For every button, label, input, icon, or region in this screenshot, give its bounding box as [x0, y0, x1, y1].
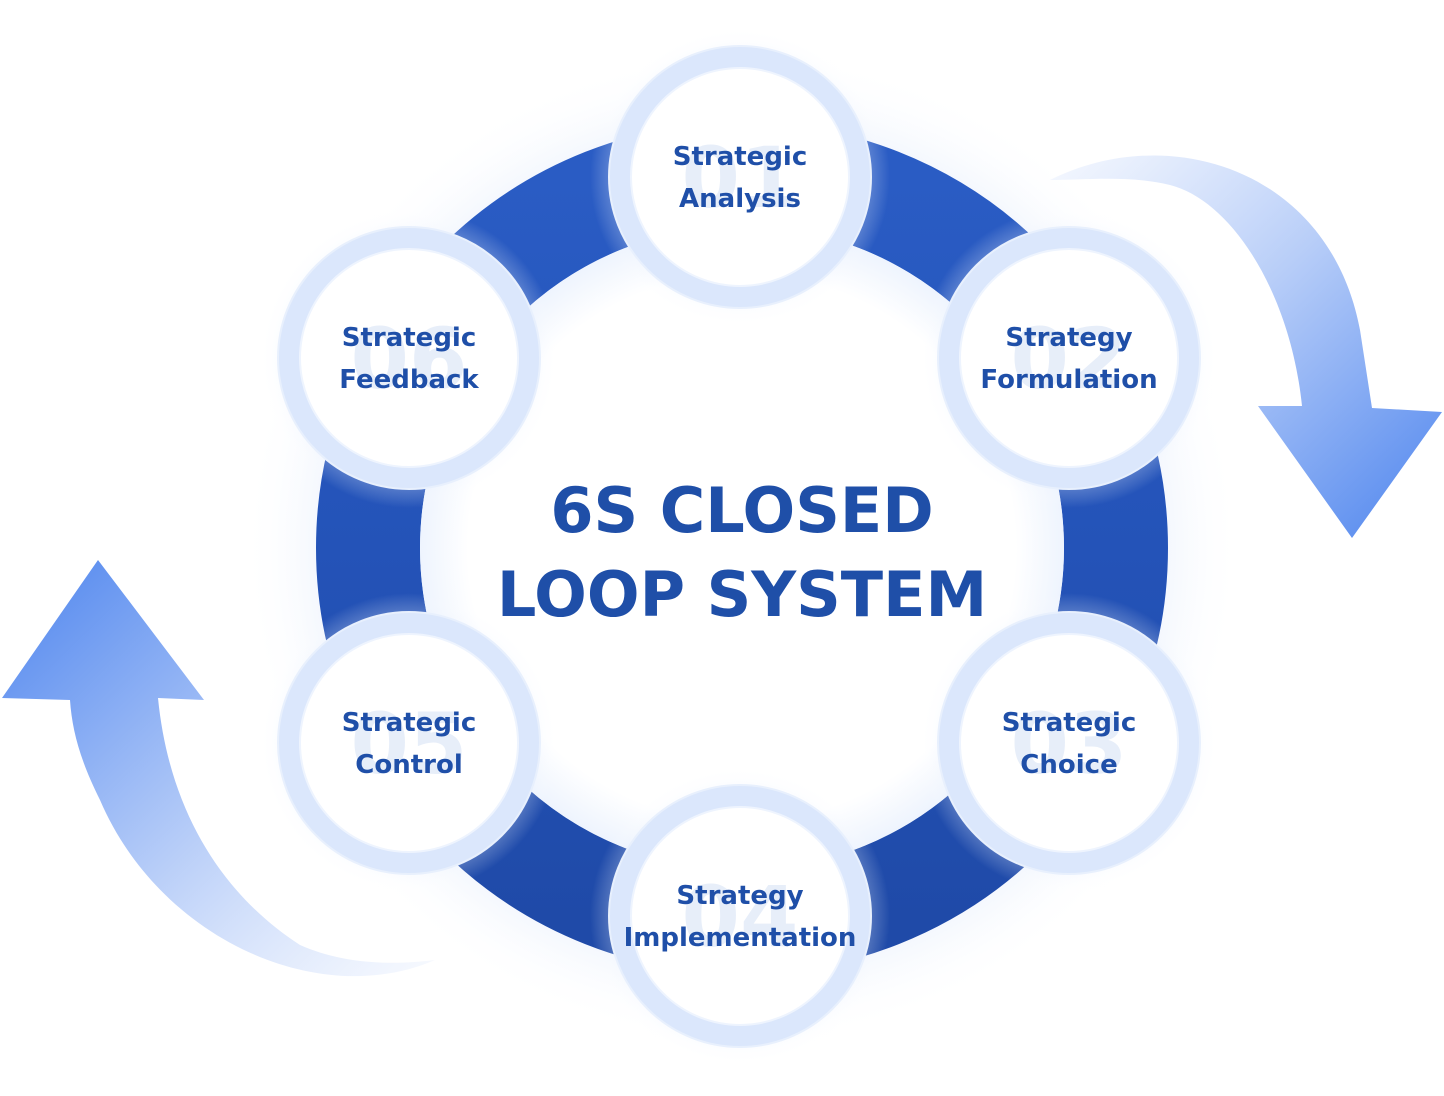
- node-label-line1: Strategic: [342, 708, 477, 738]
- node-strategy-implementation: 04 Strategy Implementation: [590, 766, 890, 1066]
- node-number: 02: [1011, 310, 1128, 408]
- node-label-line1: Strategic: [673, 142, 808, 172]
- cycle-arrow-right-icon: [1050, 155, 1442, 539]
- node-label-line2: Control: [355, 750, 462, 780]
- node-number: 04: [682, 868, 799, 966]
- node-label-line1: Strategic: [342, 323, 477, 353]
- node-label-line1: Strategy: [676, 881, 803, 911]
- node-number: 01: [682, 129, 799, 227]
- node-label-line2: Feedback: [339, 365, 479, 395]
- node-number: 06: [351, 310, 468, 408]
- node-strategic-choice: 03 Strategic Choice: [919, 593, 1219, 893]
- node-strategic-control: 05 Strategic Control: [259, 593, 559, 893]
- node-label-line1: Strategy: [1005, 323, 1132, 353]
- node-strategic-analysis: 01 Strategic Analysis: [590, 27, 890, 327]
- cycle-arrow-left-icon: [2, 560, 435, 977]
- center-title-line1: 6S CLOSED: [550, 474, 933, 547]
- node-number: 05: [351, 695, 468, 793]
- node-strategy-formulation: 02 Strategy Formulation: [919, 208, 1219, 508]
- node-label-line2: Analysis: [679, 184, 801, 214]
- node-strategic-feedback: 06 Strategic Feedback: [259, 208, 559, 508]
- node-label-line2: Implementation: [624, 923, 857, 953]
- node-label-line2: Formulation: [980, 365, 1157, 395]
- node-label-line2: Choice: [1020, 750, 1117, 780]
- node-label-line1: Strategic: [1002, 708, 1137, 738]
- center-area: [420, 226, 1064, 870]
- node-number: 03: [1011, 695, 1128, 793]
- center-title-line2: LOOP SYSTEM: [497, 558, 987, 631]
